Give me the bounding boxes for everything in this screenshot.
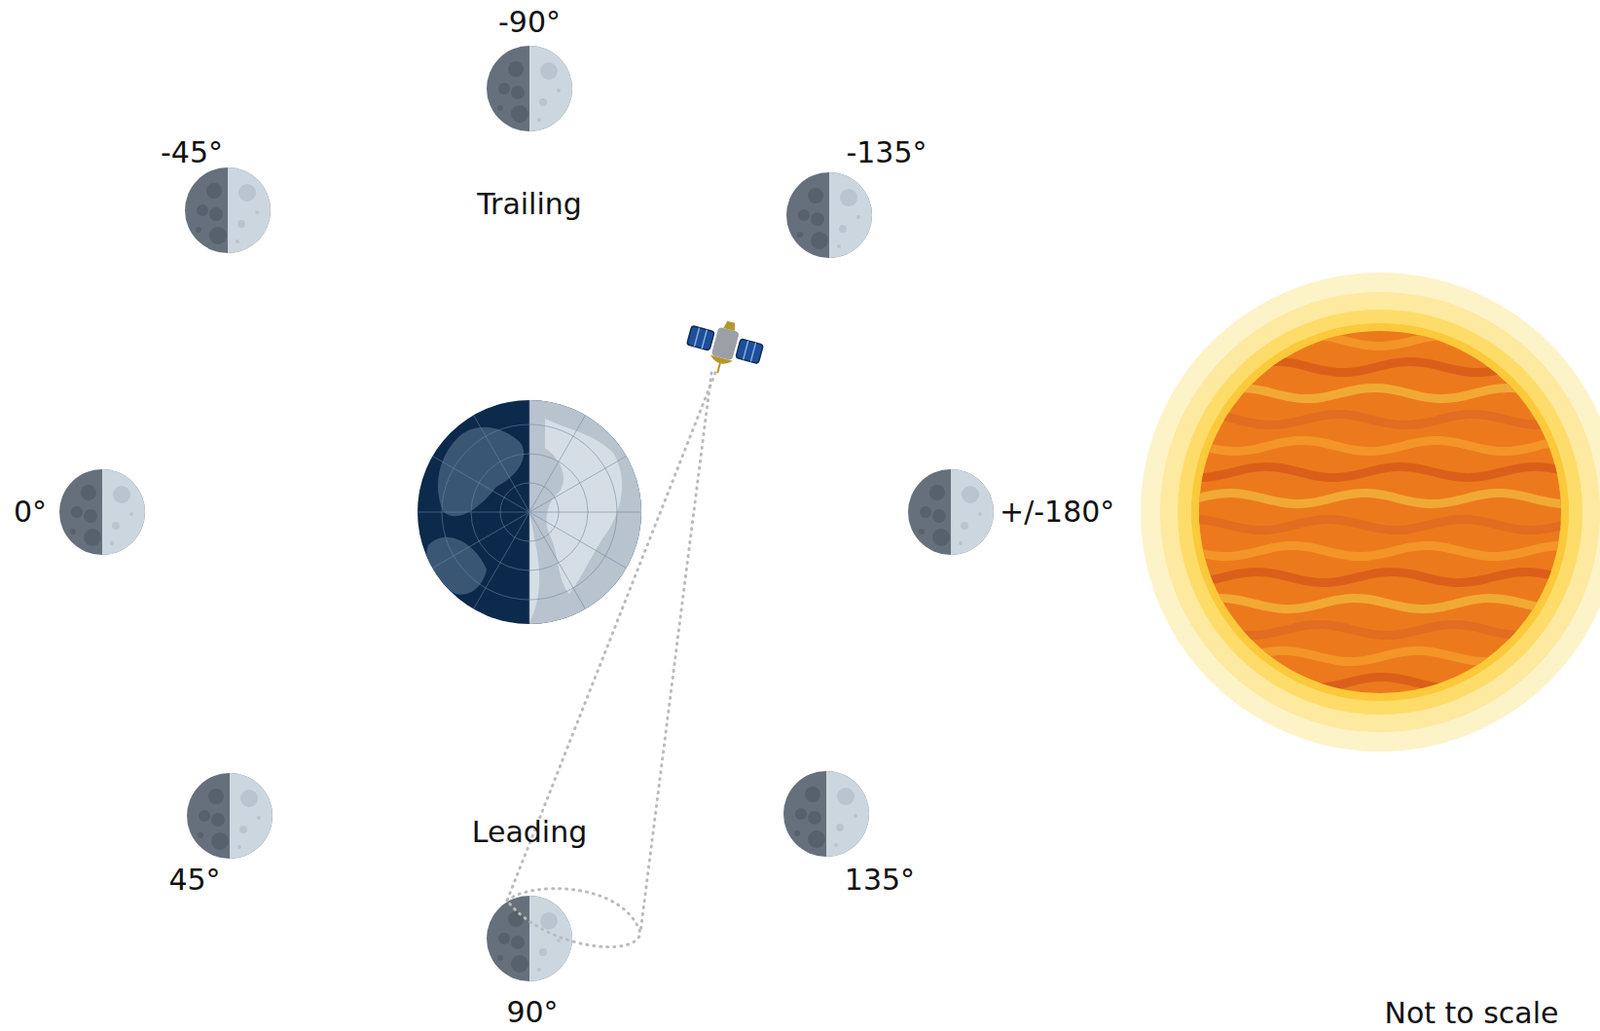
earth [417,389,656,643]
angle-label: 135° [844,865,915,895]
angle-label: -45° [160,138,223,168]
angle-label: 45° [168,865,220,895]
angle-label: +/-180° [999,497,1115,527]
angle-label: 0° [13,497,47,527]
satellite [682,312,767,383]
angle-label: -135° [845,138,927,168]
orbit-side-label: Leading [472,817,587,847]
orbit-side-label: Trailing [476,189,582,219]
moon-positions [59,45,994,982]
angle-label: 90° [506,997,558,1027]
trajectory [507,372,716,947]
sun [1140,272,1600,752]
scale-note: Not to scale [1383,998,1559,1028]
angle-label: -90° [498,7,561,37]
